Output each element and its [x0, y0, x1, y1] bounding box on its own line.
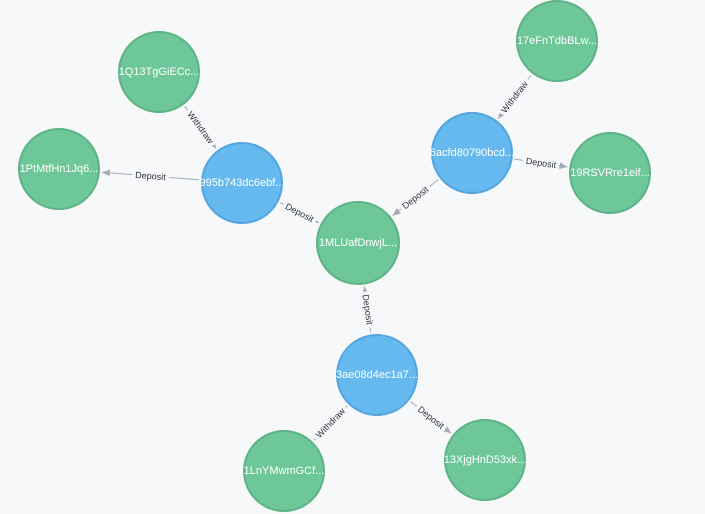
edge-line [313, 405, 348, 441]
graph-edge[interactable]: Deposit [392, 179, 439, 217]
node-label: 1Q13TgGiECc... [119, 66, 200, 78]
node-label: 19RSVRre1eif... [570, 167, 649, 179]
edge-line [184, 106, 217, 149]
graph-node[interactable]: 19RSVRre1eif... [569, 132, 651, 214]
graph-node[interactable]: 1PtMtfHn1Jq6... [18, 128, 100, 210]
graph-edge[interactable]: Deposit [357, 286, 378, 333]
node-circle [243, 430, 325, 512]
graph-node[interactable]: 6acfd80790bcd... [430, 112, 514, 194]
graph-edge[interactable]: Withdraw [182, 106, 220, 149]
edge-label: Deposit [416, 404, 447, 431]
edge-label: Deposit [135, 170, 167, 182]
node-label: 995b743dc6ebf... [199, 177, 284, 189]
graph-node[interactable]: 3ae08d4ec1a7... [336, 334, 418, 416]
graph-edge[interactable]: Deposit [514, 152, 568, 174]
graph-node[interactable]: 995b743dc6ebf... [199, 142, 285, 224]
edge-label: Withdraw [314, 406, 348, 440]
graph-edge[interactable]: Deposit [410, 401, 452, 435]
edge-label: Deposit [525, 156, 557, 170]
edge-line [361, 286, 372, 333]
node-label: 3ae08d4ec1a7... [336, 369, 418, 381]
edge-line [514, 158, 568, 170]
node-circle [444, 419, 526, 501]
edge-line [410, 401, 452, 434]
edge-line [392, 179, 439, 217]
graph-node[interactable]: 1MLUafDnwjL... [316, 201, 400, 285]
node-label: 1MLUafDnwjL... [319, 237, 397, 249]
edge-line [101, 169, 200, 181]
node-label: 6acfd80790bcd... [430, 147, 514, 159]
graph-edge[interactable]: Deposit [101, 166, 200, 186]
node-circle [118, 31, 200, 113]
edge-label: Deposit [400, 184, 431, 211]
node-label: 1PtMtfHn1Jq6... [20, 163, 99, 175]
edge-label: Withdraw [185, 109, 216, 145]
node-label: 17eFnTdbBLw... [517, 35, 597, 47]
node-circle [569, 132, 651, 214]
edge-label: Withdraw [499, 79, 530, 115]
graph-edge[interactable]: Withdraw [496, 74, 534, 120]
edge-label: Deposit [284, 201, 316, 224]
node-circle [336, 334, 418, 416]
node-circle [431, 112, 513, 194]
edge-label: Deposit [360, 294, 374, 326]
graph-node[interactable]: 1Q13TgGiECc... [118, 31, 200, 113]
graph-node[interactable]: 1LnYMwmGCf... [243, 430, 325, 512]
graph-edge[interactable]: Deposit [279, 198, 320, 228]
graph-edge[interactable]: Withdraw [310, 402, 351, 443]
node-circle [316, 201, 400, 285]
edge-line [279, 202, 320, 224]
node-circle [516, 0, 598, 82]
node-label: 13XjgHnD53xk... [444, 454, 527, 466]
node-circle [201, 142, 283, 224]
edge-line [497, 74, 532, 120]
graph-node[interactable]: 13XjgHnD53xk... [444, 419, 527, 501]
graph-node[interactable]: 17eFnTdbBLw... [516, 0, 598, 82]
node-circle [18, 128, 100, 210]
node-label: 1LnYMwmGCf... [244, 465, 325, 477]
